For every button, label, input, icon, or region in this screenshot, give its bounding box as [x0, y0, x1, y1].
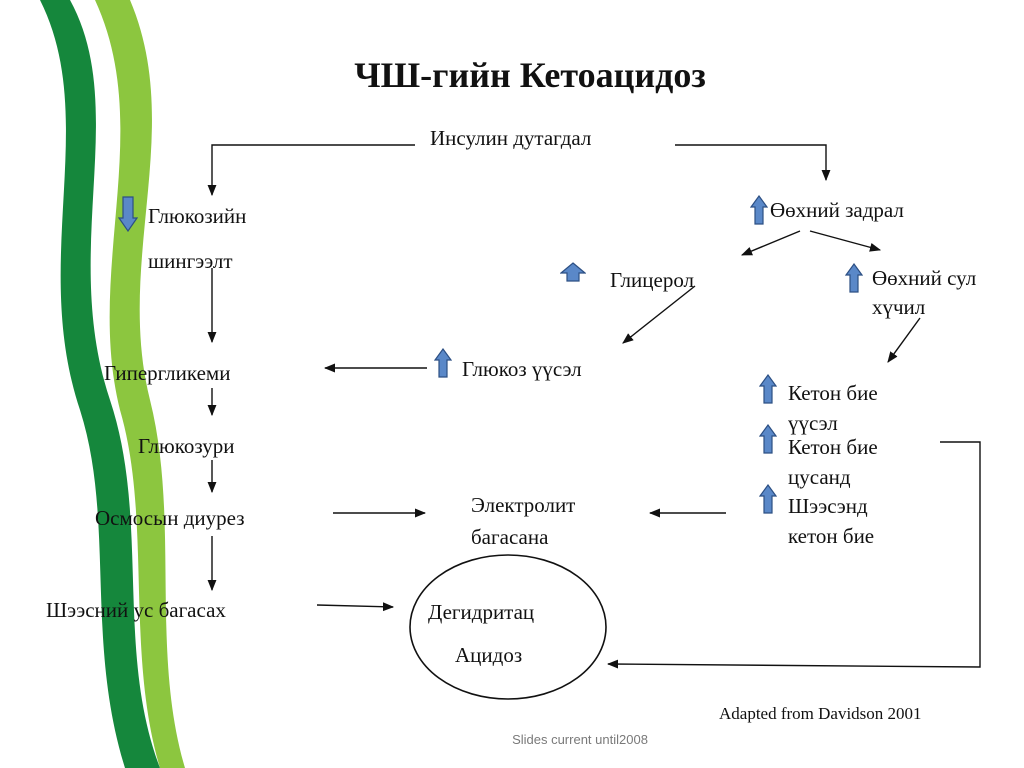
slide-title: ЧШ-гийн Кетоацидоз	[354, 55, 706, 95]
up-arrow-icon	[845, 263, 863, 293]
node-free-fatty-acids-line2: хүчил	[872, 295, 926, 319]
node-glucose-uptake-line1: Глюкозийн	[148, 204, 247, 228]
citation: Adapted from Davidson 2001	[719, 704, 922, 723]
node-fat-breakdown: Өөхний задрал	[770, 198, 904, 222]
node-urine-ketones-line1: Шээсэнд	[788, 494, 868, 518]
slide-footer: Slides current until2008	[512, 732, 648, 747]
node-osmotic-diuresis: Осмосын диурез	[95, 506, 245, 530]
arrow-ketones-to-acidosis	[606, 441, 981, 669]
node-glucosuria: Глюкозури	[138, 434, 235, 458]
node-electrolyte-line1: Электролит	[471, 493, 576, 517]
node-insulin-deficiency: Инсулин дутагдал	[430, 126, 592, 150]
node-ketone-formation-line2: үүсэл	[788, 411, 838, 435]
arrow-insulin-to-fat-breakdown	[675, 144, 831, 182]
node-dehydration: Дегидритац	[428, 600, 535, 624]
down-arrow-icon	[118, 196, 138, 232]
node-blood-ketones-line1: Кетон бие	[788, 435, 878, 459]
node-urine-ketones-line2: кетон бие	[788, 524, 875, 548]
arrow-water-loss-to-dehydration	[316, 602, 395, 612]
node-glucose-uptake-line2: шингээлт	[148, 249, 233, 273]
up-arrow-icon	[759, 374, 777, 404]
node-acidosis: Ацидоз	[455, 643, 523, 667]
up-arrow-icon	[750, 195, 768, 225]
node-gluconeogenesis: Глюкоз үүсэл	[462, 357, 582, 381]
arrow-ffa-to-ketones	[887, 317, 921, 363]
arrow-fat-to-glycerol	[740, 230, 801, 256]
up-arrow-icon	[434, 348, 452, 378]
arrow-glycerol-to-gluconeogenesis	[622, 285, 696, 344]
up-arrow-icon	[759, 484, 777, 514]
arrow-insulin-to-glucose-uptake	[207, 144, 415, 197]
up-arrow-icon	[560, 262, 586, 282]
arrow-fat-to-ffa	[809, 230, 882, 252]
dehydration-acidosis-ellipse	[409, 554, 607, 700]
node-ketone-formation-line1: Кетон бие	[788, 381, 878, 405]
node-urine-water-loss: Шээсний ус багасах	[46, 598, 226, 622]
node-hyperglycemia: Гипергликеми	[104, 361, 231, 385]
node-free-fatty-acids-line1: Өөхний сул	[872, 266, 977, 290]
node-glycerol: Глицерол	[610, 268, 695, 292]
node-blood-ketones-line2: цусанд	[788, 465, 851, 489]
up-arrow-icon	[759, 424, 777, 454]
node-electrolyte-line2: багасана	[471, 525, 549, 549]
